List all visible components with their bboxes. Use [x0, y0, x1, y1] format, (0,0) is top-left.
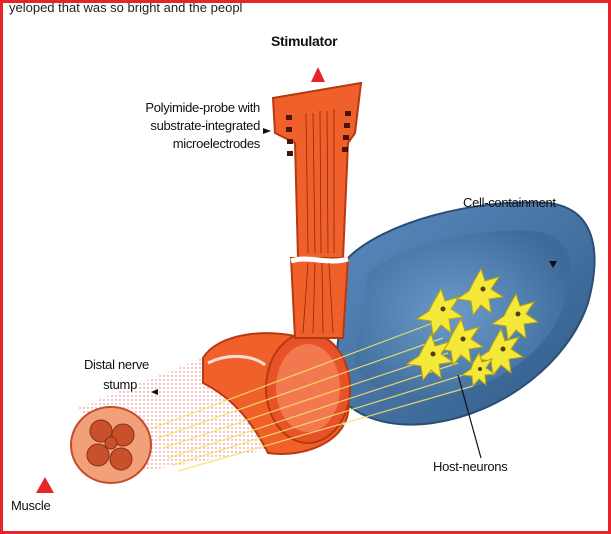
- cell-containment-label: Cell-containment: [463, 195, 556, 210]
- distal-label-line-1: Distal nerve: [51, 355, 149, 375]
- probe-label-line-1: Polyimide-probe with: [70, 99, 260, 117]
- stimulator-label: Stimulator: [271, 33, 337, 49]
- stimulator-arrow-icon: [311, 67, 325, 82]
- muscle-arrow-icon: [36, 477, 54, 493]
- muscle-label: Muscle: [11, 498, 50, 513]
- probe-label: Polyimide-probe with substrate-integrate…: [70, 99, 260, 153]
- distal-label-line-2: stump: [51, 375, 149, 395]
- distal-nerve-label: Distal nerve stump: [51, 355, 149, 395]
- probe-pointer-icon: [263, 128, 271, 134]
- probe-label-line-2: substrate-integrated: [70, 117, 260, 135]
- probe-label-line-3: microelectrodes: [70, 135, 260, 153]
- nerve-interface-illustration: [3, 3, 608, 531]
- host-neurons-label: Host-neurons: [433, 459, 507, 474]
